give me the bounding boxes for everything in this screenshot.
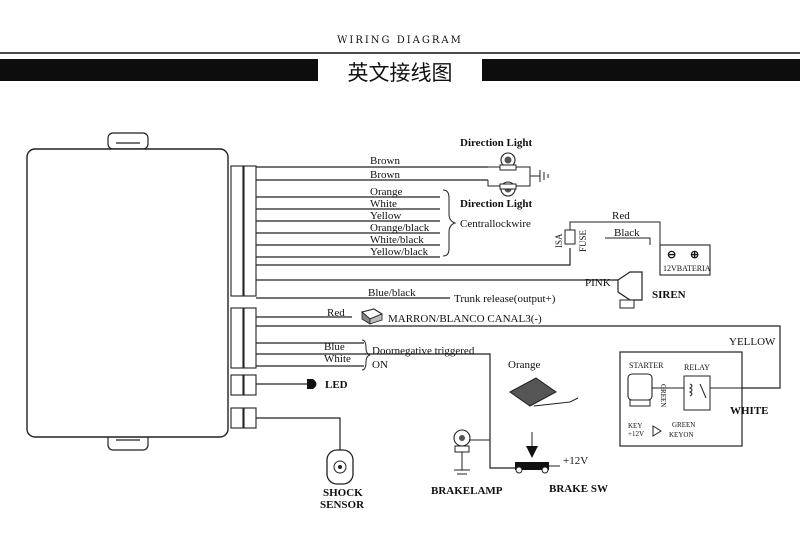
control-unit xyxy=(26,132,229,451)
svg-text:⊖: ⊖ xyxy=(667,249,676,261)
wire-label-yellow-black: Yellow/black xyxy=(370,246,429,258)
direction-light-top xyxy=(488,152,540,177)
wire-label-yellow: Yellow xyxy=(370,210,401,222)
brake-12v-label: +12V xyxy=(563,455,588,467)
pink-label: PINK xyxy=(585,277,611,289)
banner-bar-right xyxy=(482,59,800,81)
relay-icon xyxy=(652,375,742,411)
battery-black-label: Black xyxy=(614,227,640,239)
key-label: KEY xyxy=(628,422,642,430)
canal3-label: MARRON/BLANCO CANAL3(-) xyxy=(388,313,542,325)
direction-light-label-1: Direction Light xyxy=(460,137,533,149)
wire-label-white: White xyxy=(370,198,397,210)
trunk-release-label: Trunk release(output+) xyxy=(454,293,556,305)
brake-lamp-icon xyxy=(453,429,490,475)
on-label: ON xyxy=(372,359,388,371)
wire-label-white-2: White xyxy=(324,353,351,365)
brake-sw-label: BRAKE SW xyxy=(549,483,608,495)
relay-label: RELAY xyxy=(684,363,710,372)
banner-bar-left xyxy=(0,59,318,81)
svg-text:⊕: ⊕ xyxy=(690,249,699,261)
wire-label-red: Red xyxy=(327,307,345,319)
brake-pedal-icon xyxy=(509,377,579,407)
door-brace xyxy=(361,339,371,371)
brake-switch-icon xyxy=(515,432,560,474)
key-arrow-icon xyxy=(652,425,662,437)
brake-orange-label: Orange xyxy=(508,359,540,371)
wire-label-blue: Blue xyxy=(324,341,345,353)
door-negative-label: Doornegative triggered xyxy=(372,345,475,357)
starter-motor-icon xyxy=(627,373,653,407)
brakelamp-label: BRAKELAMP xyxy=(431,485,503,497)
siren-icon xyxy=(617,271,643,309)
canal3-module-icon xyxy=(360,308,384,325)
white-label: WHITE xyxy=(730,405,769,417)
key-12v-label: +12V xyxy=(628,430,644,438)
wire-label-brown-2: Brown xyxy=(370,169,400,181)
direction-light-label-2: Direction Light xyxy=(460,198,533,210)
starter-label: STARTER xyxy=(629,361,664,370)
sensor-label: SENSOR xyxy=(320,499,365,511)
siren-label: SIREN xyxy=(652,289,686,301)
battery-label: 12VBATERIA xyxy=(663,264,711,273)
wire-lines xyxy=(256,166,781,469)
diagram-header-title: WIRING DIAGRAM xyxy=(337,35,463,46)
wire-label-orange: Orange xyxy=(370,186,402,198)
wire-label-blue-black: Blue/black xyxy=(368,287,416,299)
wire-label-brown-1: Brown xyxy=(370,155,400,167)
yellow-label: YELLOW xyxy=(729,336,776,348)
fuse xyxy=(564,221,661,245)
central-lock-label: Centrallockwire xyxy=(460,218,531,230)
wire-label-orange-black: Orange/black xyxy=(370,222,430,234)
shock-sensor-icon xyxy=(326,449,354,485)
fuse-label: FUSE xyxy=(578,229,588,252)
direction-light-bottom xyxy=(487,176,531,197)
green-label: GREEN xyxy=(672,421,695,429)
led-icon xyxy=(307,379,317,389)
shock-label: SHOCK xyxy=(323,487,363,499)
battery-black-wire xyxy=(605,237,651,245)
battery-icon: ⊖ ⊕ xyxy=(659,244,711,276)
battery-red-label: Red xyxy=(612,210,630,222)
keyon-label: KEYON xyxy=(669,431,694,439)
central-lock-brace xyxy=(442,189,457,257)
wire-label-white-black: White/black xyxy=(370,234,424,246)
connector-blocks xyxy=(230,165,257,429)
green-vertical-label: GREEN xyxy=(659,384,667,407)
isa-label: ISA xyxy=(554,233,564,248)
banner-title: 英文接线图 xyxy=(348,61,453,85)
led-label: LED xyxy=(325,379,348,391)
ground-icon xyxy=(539,170,549,182)
